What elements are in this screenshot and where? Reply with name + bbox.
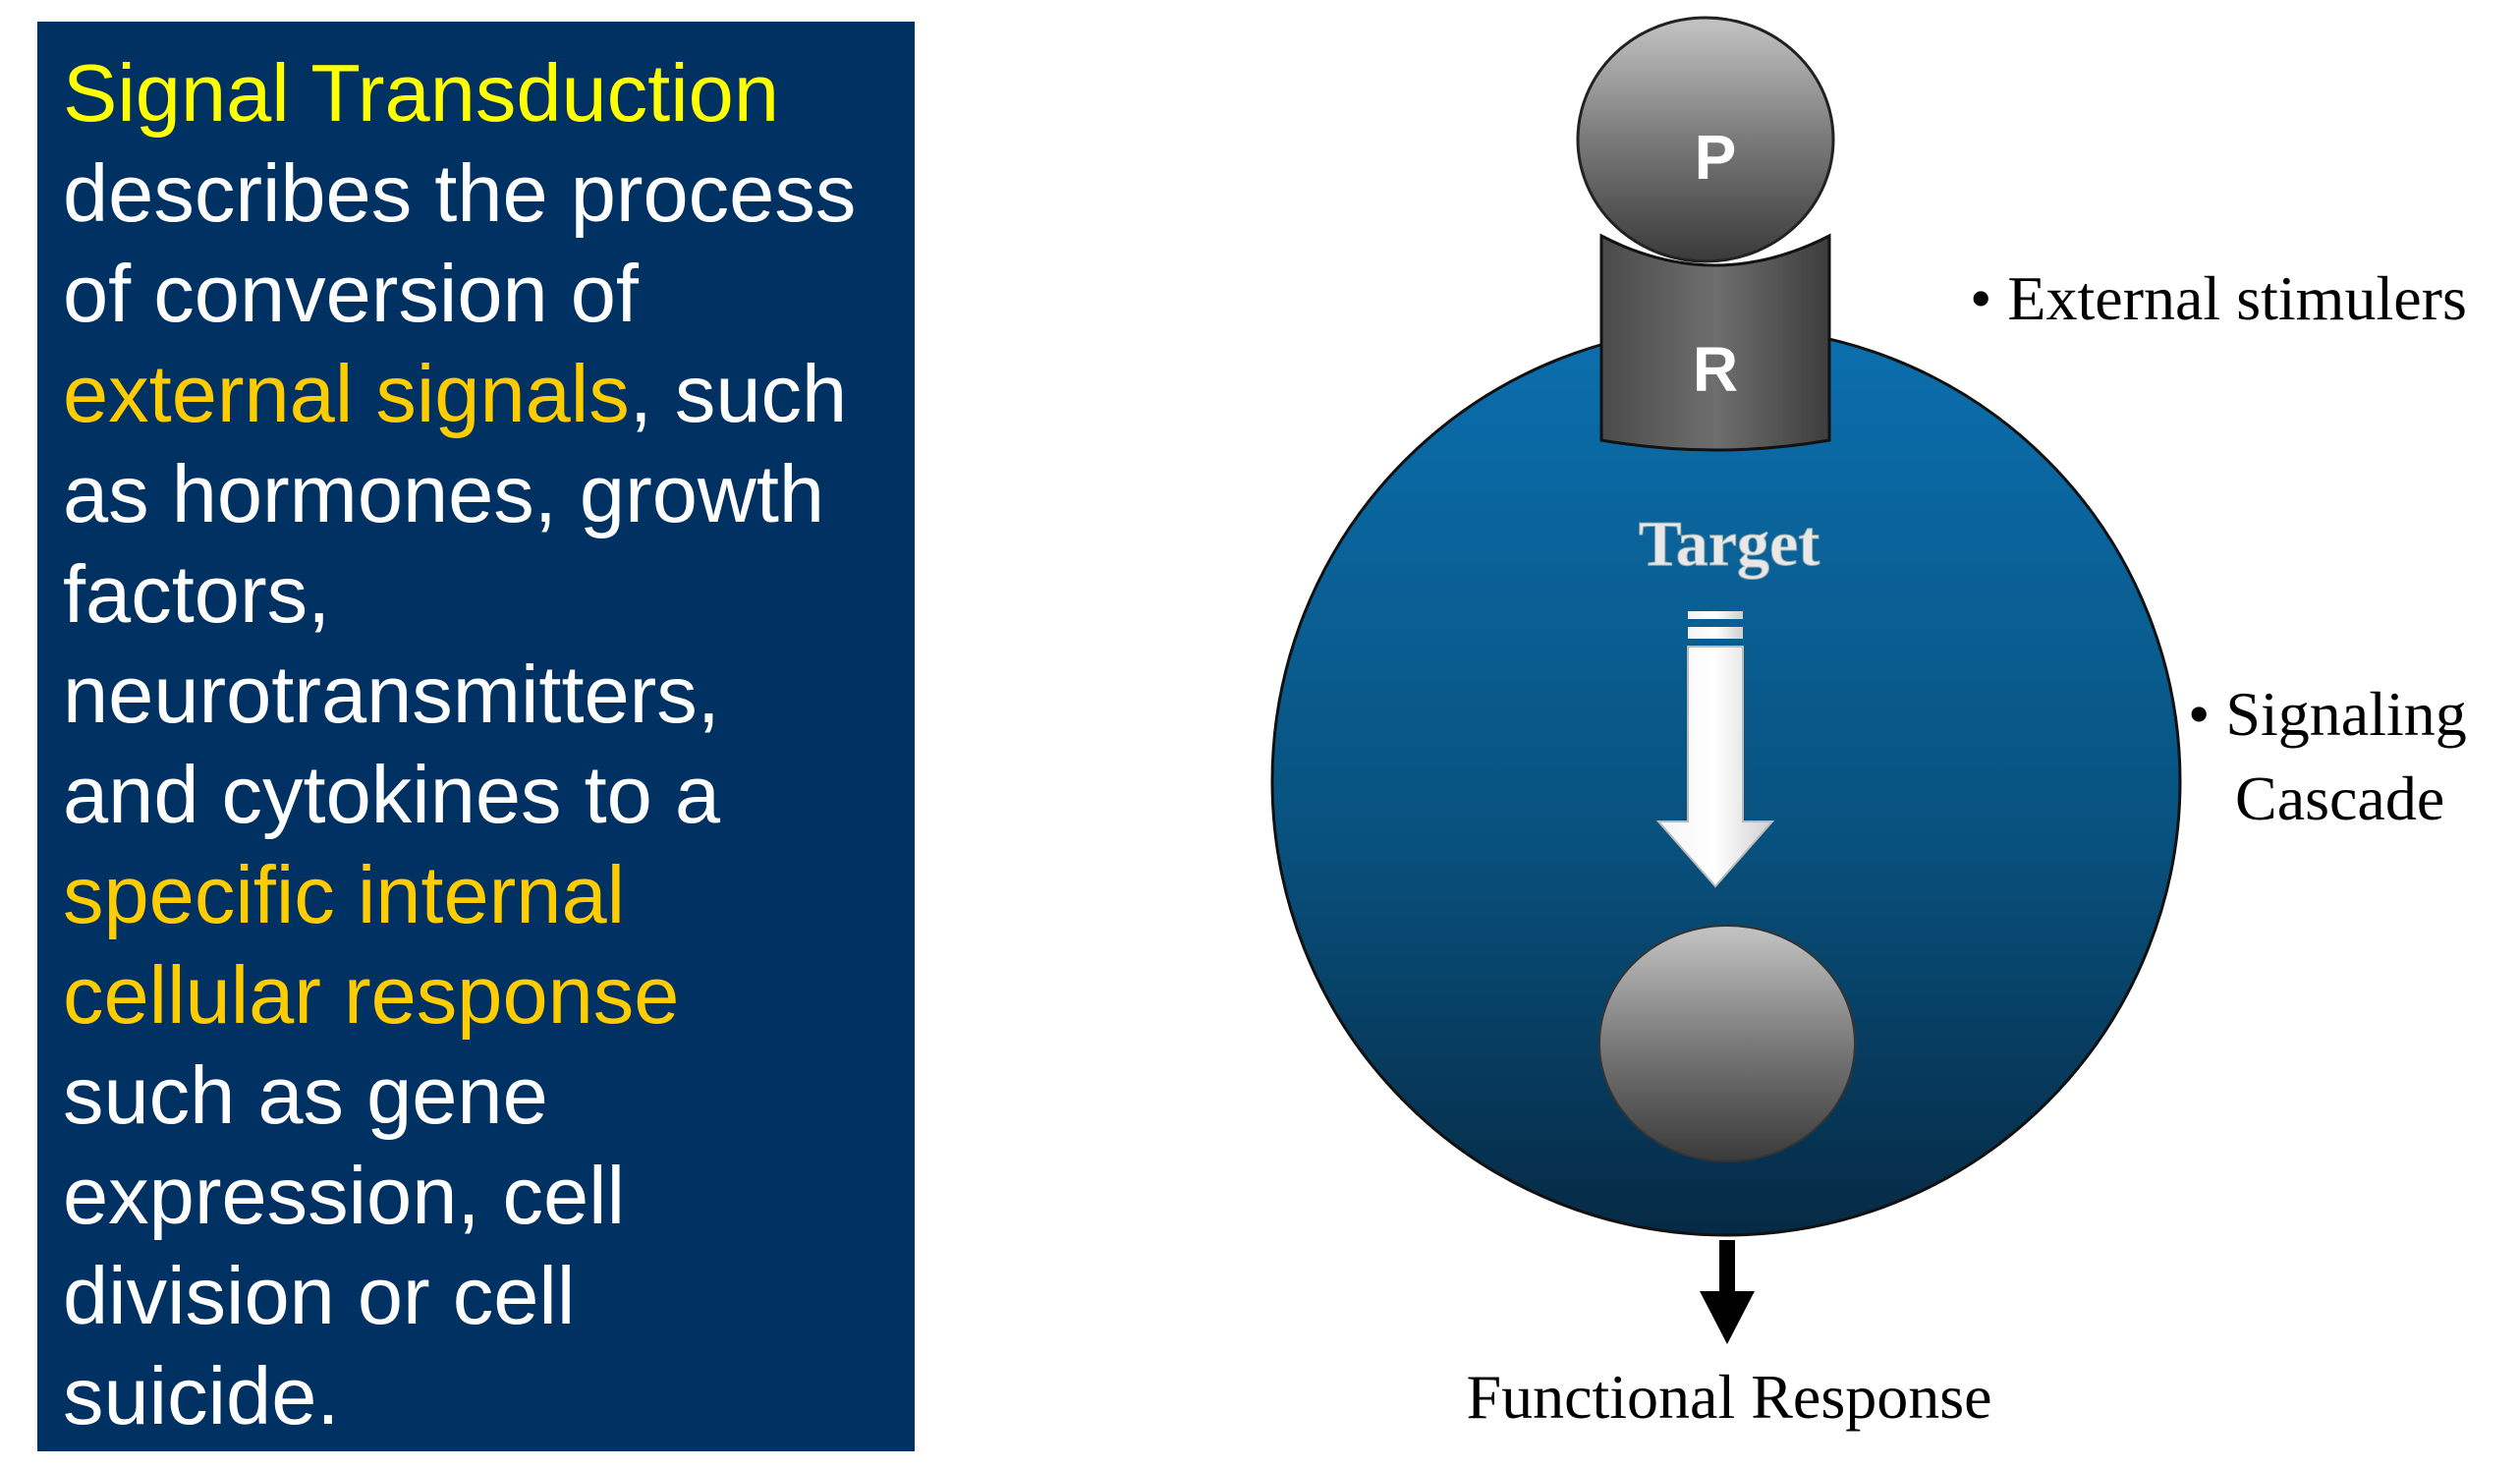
definition-text-segment: and cytokines to a bbox=[63, 749, 721, 840]
definition-text-segment: as hormones, growth bbox=[63, 448, 825, 539]
definition-line: Signal Transduction bbox=[63, 43, 915, 143]
definition-line: as hormones, growth bbox=[63, 444, 915, 544]
ligand: P bbox=[1576, 16, 1835, 263]
definition-line: specific internal bbox=[63, 845, 915, 945]
definition-text-segment: describes the process bbox=[63, 147, 857, 239]
definition-text-segment: expression, cell bbox=[63, 1150, 626, 1241]
definition-text-segment: suicide. bbox=[63, 1350, 340, 1441]
definition-line: external signals, such bbox=[63, 344, 915, 444]
definition-line: division or cell bbox=[63, 1246, 915, 1346]
definition-line: such as gene bbox=[63, 1045, 915, 1146]
definition-line: and cytokines to a bbox=[63, 745, 915, 845]
cascade-arrow bbox=[1655, 611, 1775, 888]
highlighted-term: Signal Transduction bbox=[63, 47, 780, 139]
definition-line: suicide. bbox=[63, 1346, 915, 1446]
output-arrow bbox=[1700, 1240, 1755, 1344]
highlighted-term: cellular response bbox=[63, 949, 680, 1041]
target-label: Target bbox=[1639, 508, 1820, 580]
receptor: R bbox=[1599, 233, 1831, 452]
definition-text-segment: of conversion of bbox=[63, 248, 639, 339]
signaling-label-line1: • Signaling bbox=[2188, 679, 2467, 749]
target-sphere bbox=[1598, 925, 1856, 1162]
definition-text-segment: neurotransmitters, bbox=[63, 649, 720, 740]
definition-text-segment: such as gene bbox=[63, 1049, 548, 1141]
definition-text-segment: , such bbox=[629, 348, 848, 439]
highlighted-term: specific internal bbox=[63, 849, 626, 940]
definition-line: factors, bbox=[63, 544, 915, 645]
definition-line: cellular response bbox=[63, 945, 915, 1045]
definition-text-segment: division or cell bbox=[63, 1250, 576, 1341]
signaling-label-line2: Cascade bbox=[2235, 763, 2444, 833]
ligand-label: P bbox=[1695, 122, 1737, 193]
external-stimulers-label: • External stimulers bbox=[1970, 263, 2467, 333]
highlighted-term: external signals bbox=[63, 348, 630, 439]
definition-line: neurotransmitters, bbox=[63, 645, 915, 745]
definition-line: expression, cell bbox=[63, 1146, 915, 1246]
receptor-label: R bbox=[1693, 334, 1738, 405]
definition-text-segment: factors, bbox=[63, 548, 331, 640]
definition-line: of conversion of bbox=[63, 244, 915, 344]
definition-line: describes the process bbox=[63, 143, 915, 244]
functional-response-label: Functional Response bbox=[1466, 1362, 1991, 1432]
